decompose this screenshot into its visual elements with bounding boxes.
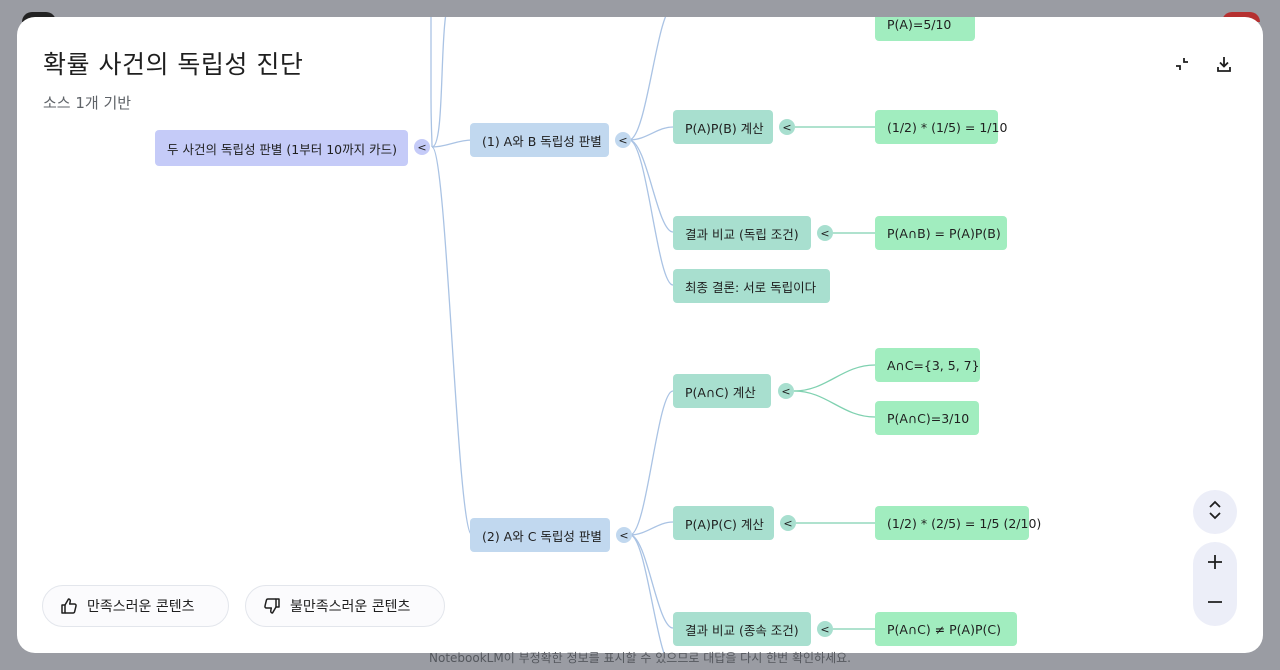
plus-icon <box>1207 554 1223 574</box>
node-label: (2) A와 C 독립성 판별 <box>482 528 602 544</box>
mindmap-node-ab-compare-value[interactable]: P(A∩B) = P(A)P(B) <box>875 216 1007 250</box>
node-label: A∩C={3, 5, 7} <box>887 357 980 373</box>
zoom-in-button[interactable] <box>1193 544 1237 584</box>
thumbs-up-icon <box>59 596 79 616</box>
node-label: (1/2) * (2/5) = 1/5 (2/10) <box>887 515 1042 531</box>
mindmap-node-ab[interactable]: (1) A와 B 독립성 판별 <box>470 123 609 157</box>
collapse-toggle-ab[interactable]: < <box>615 132 631 148</box>
expand-collapse-button[interactable] <box>1193 490 1237 534</box>
expand-collapse-icon <box>1207 499 1223 525</box>
mindmap-node-ac-compare-value[interactable]: P(A∩C) ≠ P(A)P(C) <box>875 612 1017 646</box>
mindmap-connectors <box>430 17 876 653</box>
zoom-out-button[interactable] <box>1193 584 1237 624</box>
node-label: (1/2) * (1/5) = 1/10 <box>887 119 1008 135</box>
page-title: 확률 사건의 독립성 진단 <box>43 50 304 79</box>
thumbs-down-icon <box>262 596 282 616</box>
collapse-toggle-ac-compare[interactable]: < <box>817 621 833 637</box>
collapse-toggle-ac-papc[interactable]: < <box>780 515 796 531</box>
node-label: P(A∩B) = P(A)P(B) <box>887 225 1001 241</box>
node-label: 최종 결론: 서로 독립이다 <box>685 279 817 295</box>
download-icon[interactable] <box>1211 51 1237 77</box>
node-label: P(A∩C) ≠ P(A)P(C) <box>887 621 1002 637</box>
disclaimer-text: NotebookLM이 부정확한 정보를 표시할 수 있으므로 대답을 다시 한… <box>429 651 851 665</box>
mindmap-node-ac[interactable]: (2) A와 C 독립성 판별 <box>470 518 610 552</box>
mindmap-node-ab-pab-value[interactable]: (1/2) * (1/5) = 1/10 <box>875 110 1007 144</box>
zoom-controls <box>1193 542 1237 626</box>
mindmap-node-ac-pac[interactable]: P(A∩C) 계산 <box>673 374 771 408</box>
mindmap-node-ac-papc[interactable]: P(A)P(C) 계산 <box>673 506 774 540</box>
node-label: P(A∩C)=3/10 <box>887 410 970 426</box>
collapse-toggle-ab-pab[interactable]: < <box>779 119 795 135</box>
collapse-toggle-root[interactable]: < <box>414 139 430 155</box>
node-label: P(A)P(C) 계산 <box>685 516 764 532</box>
collapse-icon[interactable] <box>1169 51 1195 77</box>
mindmap-node-ac-prob[interactable]: P(A∩C)=3/10 <box>875 401 979 435</box>
node-label: P(A∩C) 계산 <box>685 384 756 400</box>
mindmap-root-node[interactable]: 두 사건의 독립성 판별 (1부터 10까지 카드) <box>155 130 408 166</box>
node-label: 결과 비교 (독립 조건) <box>685 226 799 242</box>
mindmap-node-ab-pab[interactable]: P(A)P(B) 계산 <box>673 110 773 144</box>
node-label: P(A)=5/10 <box>887 17 952 32</box>
node-label: (1) A와 B 독립성 판별 <box>482 133 602 149</box>
node-label: 두 사건의 독립성 판별 (1부터 10까지 카드) <box>167 141 397 157</box>
mindmap-node-ab-compare[interactable]: 결과 비교 (독립 조건) <box>673 216 811 250</box>
collapse-toggle-ac-pac[interactable]: < <box>778 383 794 399</box>
mindmap-node-ac-compare[interactable]: 결과 비교 (종속 조건) <box>673 612 811 646</box>
dislike-button[interactable]: 불만족스러운 콘텐츠 <box>245 585 445 627</box>
mindmap-node-clipped[interactable]: P(A)=5/10 <box>875 17 975 41</box>
dislike-label: 불만족스러운 콘텐츠 <box>290 599 411 615</box>
like-button[interactable]: 만족스러운 콘텐츠 <box>42 585 229 627</box>
node-label: 결과 비교 (종속 조건) <box>685 622 799 638</box>
mindmap-dialog: 확률 사건의 독립성 진단 소스 1개 기반 P(A)=5/10 두 사건의 독… <box>17 17 1263 653</box>
node-label: P(A)P(B) 계산 <box>685 120 764 136</box>
collapse-toggle-ac[interactable]: < <box>616 527 632 543</box>
mindmap-node-ac-papc-value[interactable]: (1/2) * (2/5) = 1/5 (2/10) <box>875 506 1041 540</box>
like-label: 만족스러운 콘텐츠 <box>87 599 195 615</box>
source-count: 소스 1개 기반 <box>43 94 132 112</box>
collapse-toggle-ab-compare[interactable]: < <box>817 225 833 241</box>
mindmap-node-ac-set[interactable]: A∩C={3, 5, 7} <box>875 348 980 382</box>
mindmap-node-ab-conclusion[interactable]: 최종 결론: 서로 독립이다 <box>673 269 830 303</box>
minus-icon <box>1207 594 1223 614</box>
